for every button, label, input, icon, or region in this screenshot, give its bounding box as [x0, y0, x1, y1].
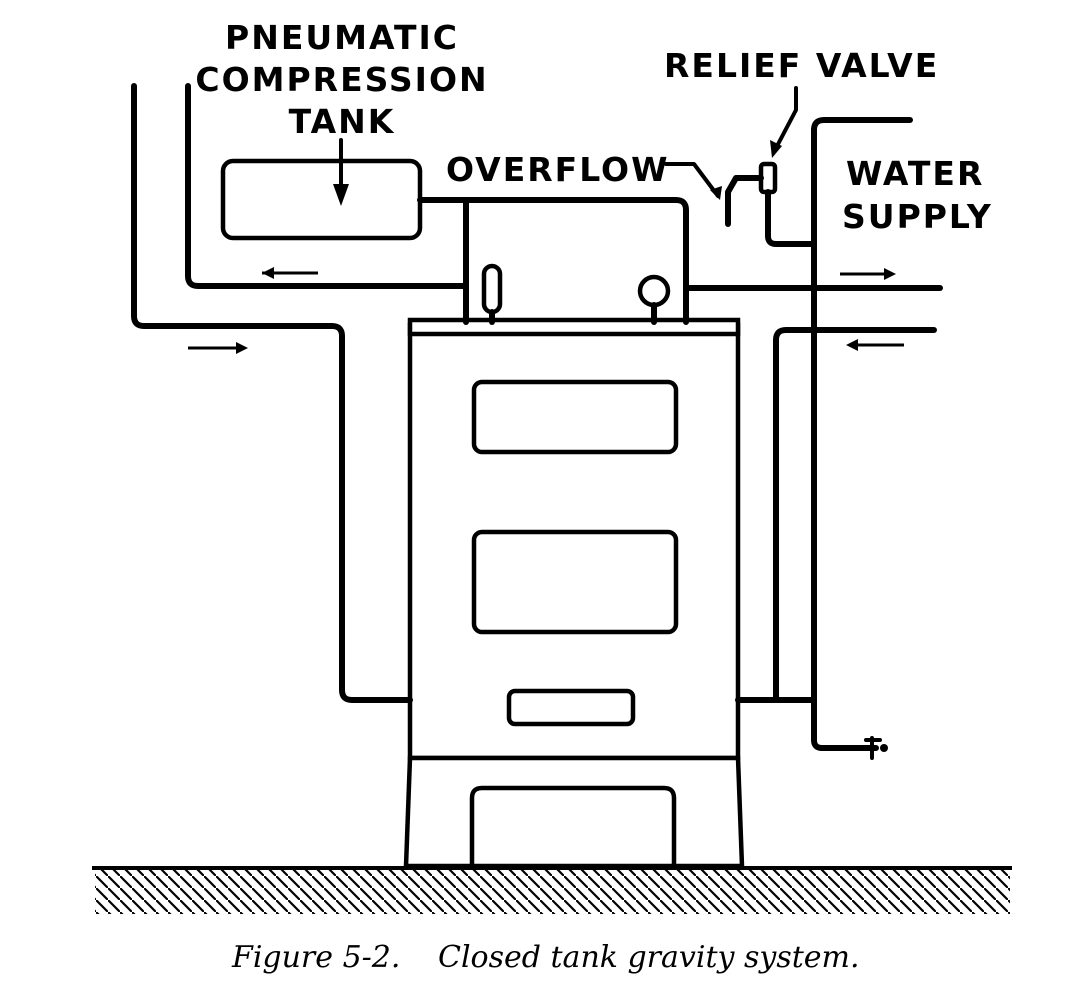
tank-label-line3: TANK	[289, 102, 396, 141]
right-supply-piping	[735, 117, 937, 760]
ground	[92, 866, 1012, 914]
figure-number: Figure 5-2.	[231, 940, 400, 975]
figure-title: Closed tank gravity system.	[438, 940, 860, 975]
relief-valve	[725, 86, 815, 247]
water-supply-label-line2: SUPPLY	[842, 197, 993, 236]
relief-valve-label: RELIEF VALVE	[664, 46, 939, 85]
compression-tank	[220, 138, 423, 241]
overflow-label: OVERFLOW	[446, 150, 670, 189]
water-supply-label-line1: WATER	[846, 154, 984, 193]
tank-label-line2: COMPRESSION	[195, 60, 488, 99]
boiler-gauges	[481, 263, 671, 325]
boiler	[403, 317, 745, 869]
left-supply-piping	[131, 83, 469, 703]
tank-label-line1: PNEUMATIC	[225, 18, 459, 57]
